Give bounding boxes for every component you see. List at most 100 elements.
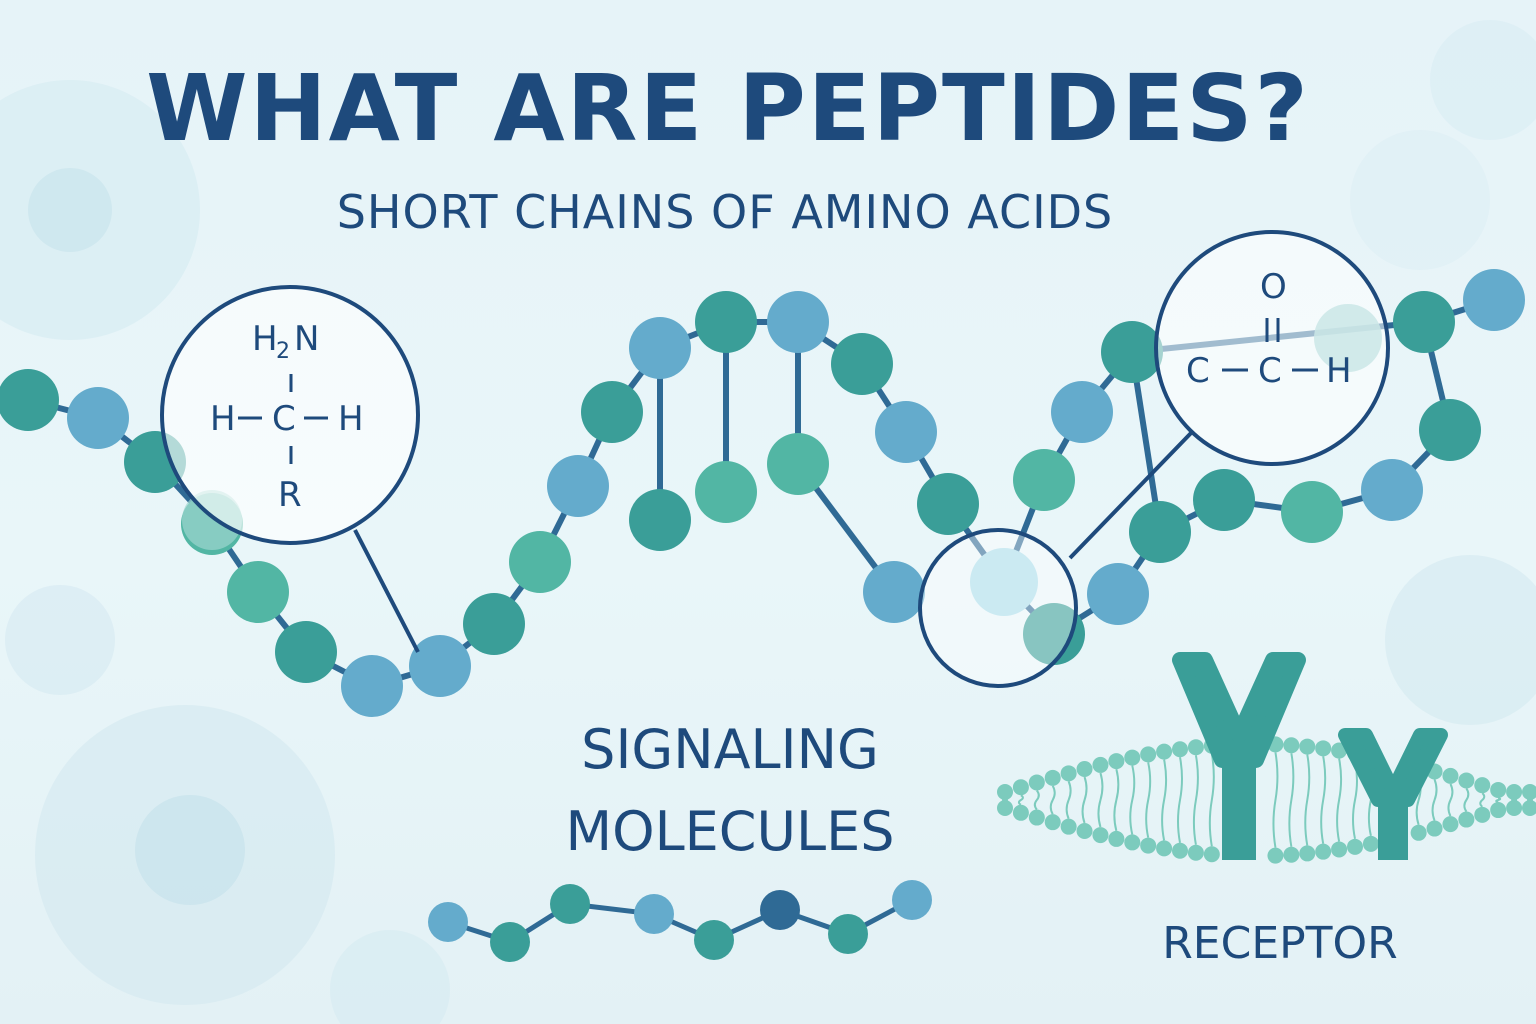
- lipid-head: [997, 800, 1013, 816]
- lipid-head: [1044, 814, 1061, 831]
- lipid-tail: [1447, 783, 1454, 817]
- lipid-head: [1140, 746, 1157, 763]
- amino-acid-bead: [970, 548, 1038, 616]
- lipid-head: [1172, 842, 1188, 859]
- lipid-head: [1362, 835, 1379, 852]
- lipid-tail: [1431, 779, 1438, 821]
- signaling-molecule-chain: [428, 880, 932, 962]
- lipid-head: [1299, 738, 1316, 755]
- lipid-tail: [1161, 759, 1168, 841]
- lipid-head: [1474, 806, 1491, 823]
- lipid-head: [1267, 847, 1284, 864]
- amino-acid-bead: [831, 333, 893, 395]
- alpha-left-h: H: [210, 399, 236, 439]
- lipid-head: [1283, 737, 1300, 754]
- lipid-head: [1442, 816, 1459, 833]
- lipid-tail: [1495, 796, 1502, 804]
- lipid-head: [1108, 753, 1125, 770]
- signaling-bead: [694, 920, 734, 960]
- lipid-tail: [1320, 756, 1327, 844]
- signaling-bead: [490, 922, 530, 962]
- lipid-tail: [1097, 772, 1104, 828]
- amine-n: N: [294, 319, 319, 359]
- lipid-tail: [1208, 753, 1215, 847]
- lipid-tail: [1272, 752, 1279, 848]
- amino-acid-bead: [767, 433, 829, 495]
- page-subtitle: SHORT CHAINS OF AMINO ACIDS: [337, 185, 1114, 239]
- signaling-bead: [550, 884, 590, 924]
- receptor-right-icon: [1338, 728, 1448, 860]
- lipid-head: [1187, 739, 1204, 756]
- lipid-head: [1506, 800, 1523, 816]
- amino-acid-bead: [0, 369, 59, 431]
- signaling-bead: [760, 890, 800, 930]
- signaling-bead: [634, 894, 674, 934]
- amino-acid-bead: [547, 455, 609, 517]
- lipid-head: [1315, 843, 1332, 860]
- lipid-head: [1044, 769, 1061, 786]
- carbonyl-h: H: [1326, 351, 1352, 391]
- carbonyl-center-c: C: [1258, 351, 1282, 391]
- amine-subscript: 2: [276, 339, 290, 364]
- amino-acid-magnifier: H 2 N H C H R: [160, 285, 420, 653]
- lipid-head: [1060, 765, 1077, 782]
- lipid-head: [1522, 784, 1536, 800]
- amine-h: H: [252, 319, 278, 359]
- lipid-head: [1092, 827, 1109, 844]
- signaling-bead: [828, 914, 868, 954]
- amino-acid-bead: [1193, 469, 1255, 531]
- lipid-head: [1522, 800, 1536, 816]
- amino-acid-bead: [875, 401, 937, 463]
- peptide-chain: [0, 269, 1525, 717]
- carbonyl-magnifier: O C C H: [1068, 230, 1390, 560]
- amino-acid-bead: [67, 387, 129, 449]
- lipid-head: [1410, 824, 1427, 841]
- lipid-tail: [1304, 754, 1311, 846]
- amino-acid-bead: [1419, 399, 1481, 461]
- lipid-tail: [1065, 780, 1072, 820]
- lipid-head: [1124, 834, 1141, 851]
- lipid-head: [1347, 838, 1363, 855]
- amino-acid-bead: [409, 635, 471, 697]
- lipid-tail: [1081, 776, 1088, 824]
- amino-acid-bead: [1393, 291, 1455, 353]
- lipid-tail: [1336, 758, 1343, 842]
- amino-acid-bead: [463, 593, 525, 655]
- lipid-head: [1187, 844, 1204, 861]
- lipid-head: [1490, 802, 1507, 819]
- amino-acid-bead: [695, 291, 757, 353]
- lipid-tail: [1113, 768, 1120, 832]
- cell-membrane: [997, 736, 1536, 864]
- carbonyl-oxygen: O: [1260, 267, 1287, 307]
- amino-acid-bead: [227, 561, 289, 623]
- lipid-head: [1299, 845, 1316, 862]
- alpha-right-h: H: [338, 399, 364, 439]
- lipid-head: [1426, 820, 1443, 837]
- amino-acid-bead: [1361, 459, 1423, 521]
- signaling-bead: [892, 880, 932, 920]
- lipid-head: [1060, 818, 1077, 835]
- amino-acid-bead: [695, 461, 757, 523]
- amino-acid-bead: [1023, 603, 1085, 665]
- amino-acid-bead: [1129, 501, 1191, 563]
- lipid-tail: [1177, 757, 1183, 843]
- lipid-head: [1490, 781, 1507, 798]
- lipid-tail: [1017, 794, 1024, 806]
- lipid-tail: [1129, 765, 1136, 835]
- lipid-head: [1076, 760, 1093, 777]
- amino-acid-bead: [1051, 381, 1113, 443]
- signaling-bead: [428, 902, 468, 942]
- lipid-head: [1140, 837, 1157, 854]
- lipid-head: [1331, 841, 1348, 858]
- carbonyl-left-c: C: [1186, 351, 1210, 391]
- amino-acid-bead: [1087, 563, 1149, 625]
- amino-acid-bead: [863, 561, 925, 623]
- lipid-head: [1283, 846, 1300, 863]
- peptide-bond-magnifier: [918, 528, 1078, 688]
- lipid-head: [1458, 772, 1475, 789]
- lipid-tail: [1192, 755, 1199, 845]
- lipid-head: [1474, 777, 1491, 794]
- lipid-tail: [1288, 753, 1295, 847]
- lipid-tail: [1033, 789, 1040, 811]
